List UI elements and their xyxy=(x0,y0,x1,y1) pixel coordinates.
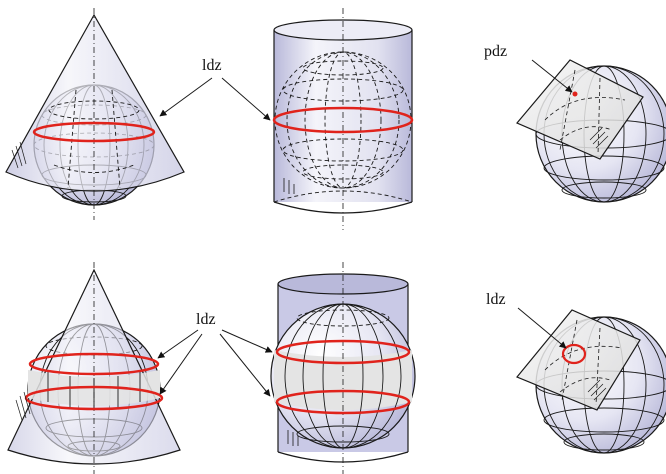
cone-surface xyxy=(5,13,185,192)
conic-secant-panel xyxy=(7,262,181,474)
planar-secant-panel xyxy=(516,307,666,454)
cylindrical-tangent-panel xyxy=(272,8,414,230)
standard-line-upper xyxy=(275,339,411,365)
standard-circle xyxy=(561,343,587,365)
label-ldz-row2: ldz xyxy=(196,311,216,328)
label-ldz-planar: ldz xyxy=(486,291,506,308)
standard-line xyxy=(272,106,414,134)
label-pdz: pdz xyxy=(484,43,507,60)
conic-tangent-panel xyxy=(5,8,185,220)
standard-line-lower xyxy=(24,385,164,411)
ldz-arrows-row2 xyxy=(157,329,273,397)
projection-plane xyxy=(516,59,644,160)
planar-tangent-panel xyxy=(516,59,666,203)
standard-line xyxy=(32,121,156,143)
ldz-arrows-row1 xyxy=(159,77,271,121)
contact-point xyxy=(572,91,578,97)
label-ldz-row1: ldz xyxy=(202,57,222,74)
projection-plane xyxy=(516,309,641,411)
standard-line-lower xyxy=(275,389,411,415)
cylindrical-secant-panel xyxy=(270,262,416,474)
standard-line-upper xyxy=(28,352,160,376)
